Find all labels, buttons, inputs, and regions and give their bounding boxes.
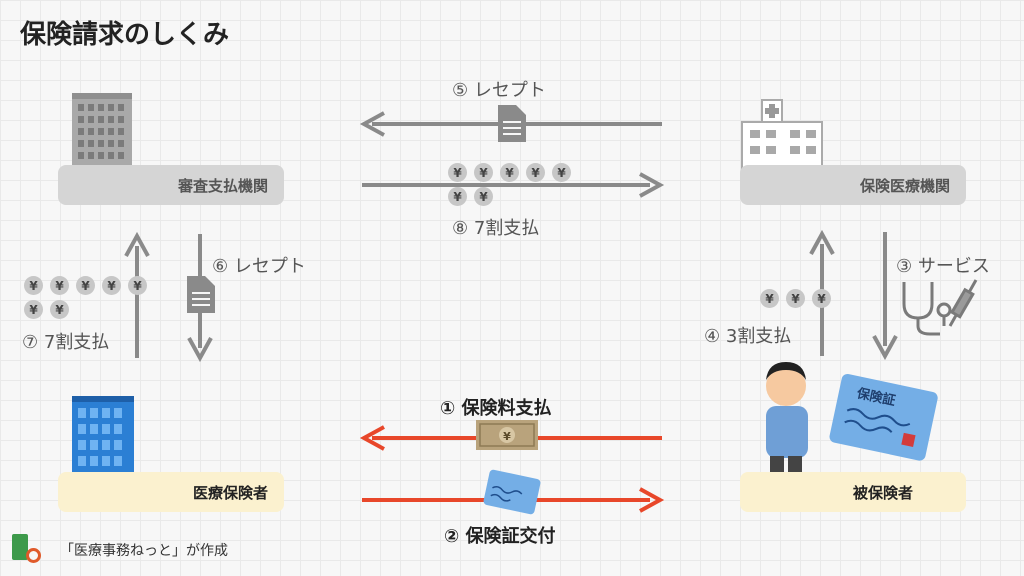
coin: ¥ (786, 289, 805, 308)
insurance-card-icon (829, 373, 938, 461)
review-org-label: 審査支払機関 (177, 176, 268, 195)
insurer-label: 医療保険者 (192, 483, 268, 502)
receipt-icon-left (187, 276, 215, 313)
coin: ¥ (76, 276, 95, 295)
arrow-step7 (124, 231, 150, 358)
coin: ¥ (50, 300, 69, 319)
footer-credit: 「医療事務ねっと」が作成 (60, 543, 228, 559)
step1-label: ① 保険料支払 (440, 398, 552, 419)
step6-label: ⑥ レセプト (212, 256, 306, 277)
coin: ¥ (102, 276, 121, 295)
syringe-icon (948, 279, 978, 327)
step5-label: ⑤ レセプト (452, 80, 546, 101)
coin: ¥ (760, 289, 779, 308)
insured-box: 被保険者 (740, 472, 966, 512)
receipt-icon (498, 105, 526, 142)
hospital-box: 保険医療機関 (740, 165, 966, 205)
small-card-icon (483, 469, 541, 515)
coin: ¥ (50, 276, 69, 295)
step2-label: ② 保険証交付 (444, 526, 556, 547)
stethoscope-icon (902, 282, 952, 336)
insured-label: 被保険者 (852, 483, 913, 502)
coin: ¥ (526, 163, 545, 182)
coin: ¥ (24, 300, 43, 319)
step7-label: ⑦ 7割支払 (22, 332, 110, 353)
insurer-box: 医療保険者 (58, 472, 284, 512)
coin: ¥ (552, 163, 571, 182)
coin: ¥ (474, 187, 493, 206)
svg-text:¥: ¥ (503, 430, 511, 443)
banknote-icon: ¥ (476, 420, 538, 450)
coin: ¥ (448, 187, 467, 206)
coin: ¥ (128, 276, 147, 295)
coin: ¥ (500, 163, 519, 182)
arrow-step8 (362, 172, 665, 198)
step3-label: ③ サービス (896, 256, 990, 277)
coin: ¥ (474, 163, 493, 182)
coin: ¥ (812, 289, 831, 308)
arrow-step3 (872, 232, 898, 361)
site-logo-icon (12, 534, 42, 566)
page-title: 保険請求のしくみ (20, 20, 230, 50)
step8-label: ⑧ 7割支払 (452, 218, 540, 239)
coin: ¥ (448, 163, 467, 182)
step4-label: ④ 3割支払 (704, 326, 792, 347)
coin: ¥ (24, 276, 43, 295)
hospital-label: 保険医療機関 (859, 176, 950, 195)
review-org-box: 審査支払機関 (58, 165, 284, 205)
